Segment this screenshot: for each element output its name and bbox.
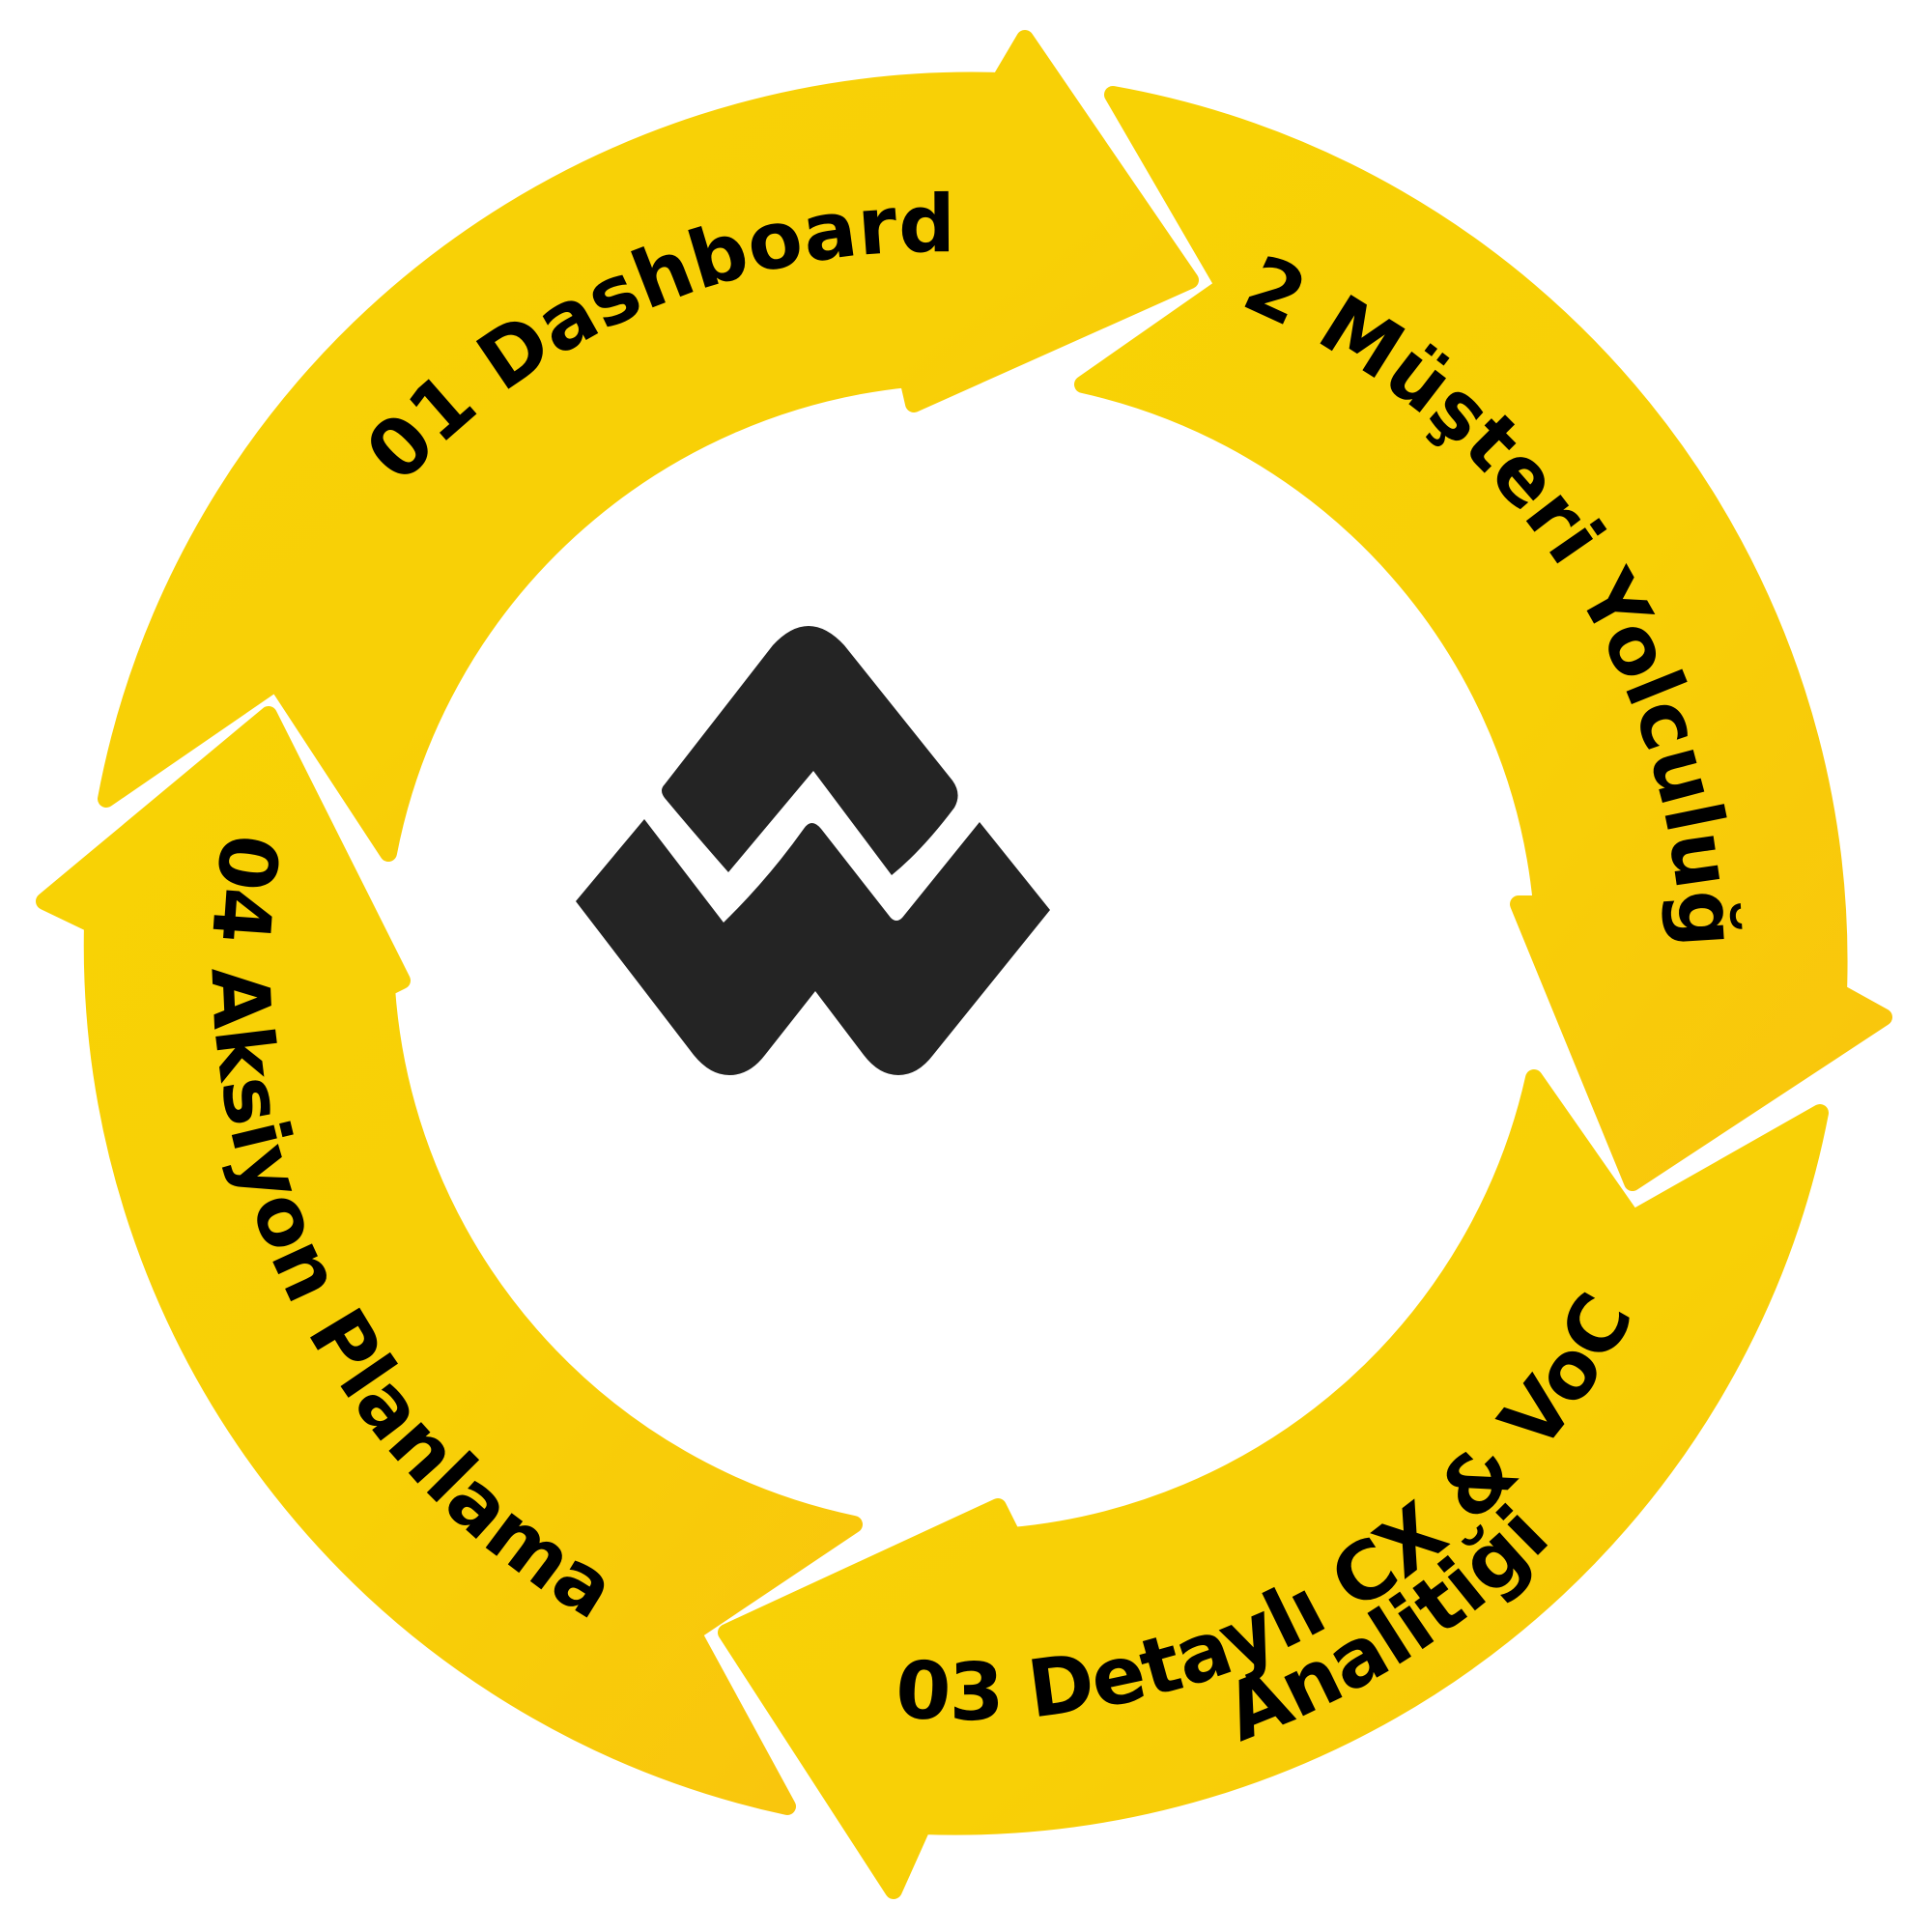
- cycle-arrow-03: [718, 1069, 1829, 1899]
- cycle-arrow-04: [36, 706, 863, 1815]
- cycle-arrow-01: [98, 30, 1199, 862]
- logo-upper-chevron: [662, 626, 958, 875]
- logo-lower-w: [576, 819, 1050, 1075]
- w-logo-icon: [576, 626, 1050, 1075]
- cycle-arrow-02: [1074, 86, 1892, 1191]
